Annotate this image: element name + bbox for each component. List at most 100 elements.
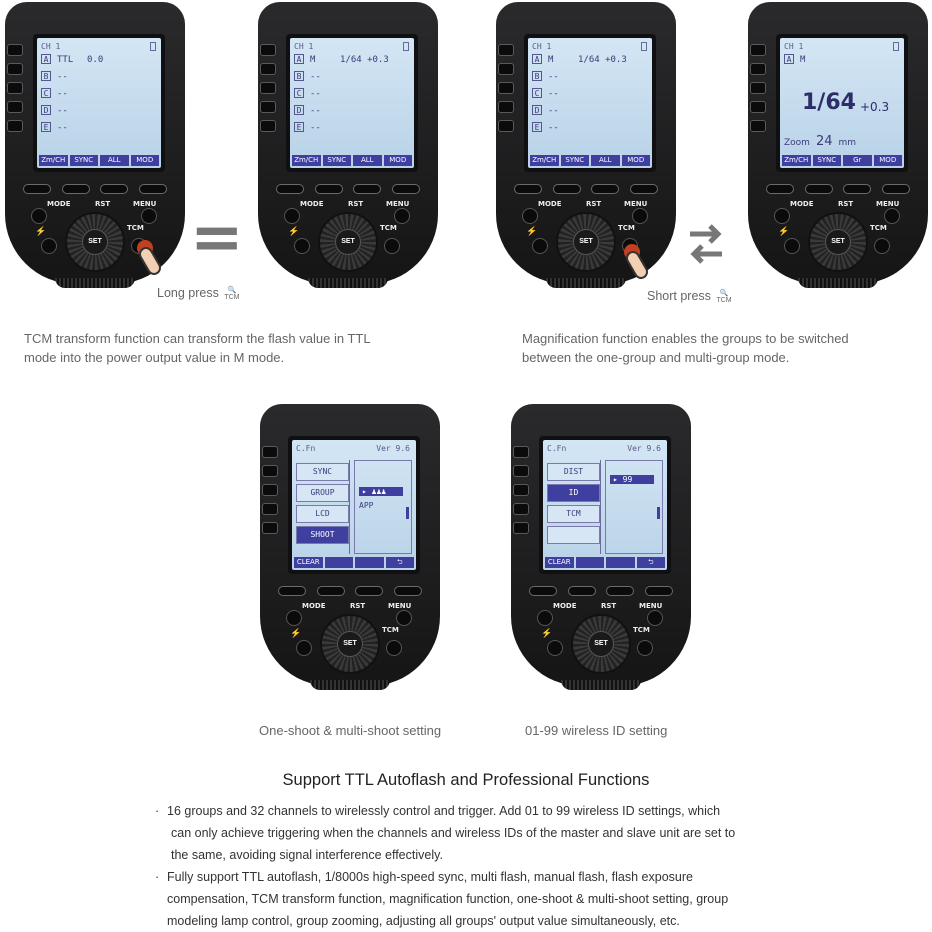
control-dial[interactable]: SET (556, 212, 616, 272)
side-button[interactable] (260, 44, 276, 56)
control-dial[interactable]: SET (320, 614, 380, 674)
side-button[interactable] (513, 484, 529, 496)
function-key[interactable] (61, 184, 90, 194)
function-key[interactable] (881, 184, 910, 194)
round-button[interactable] (537, 610, 553, 626)
function-key[interactable] (514, 184, 542, 194)
side-button[interactable] (7, 82, 23, 94)
function-key[interactable] (591, 184, 620, 194)
function-key[interactable] (644, 586, 673, 596)
function-key[interactable] (316, 586, 345, 596)
function-key[interactable] (391, 184, 420, 194)
round-button[interactable] (874, 238, 890, 254)
set-button[interactable]: SET (588, 631, 614, 657)
menu-item[interactable]: GROUP (296, 484, 349, 502)
function-key[interactable] (100, 184, 129, 194)
round-button[interactable] (884, 208, 900, 224)
flash-icon: ⚡ (288, 226, 300, 236)
function-key[interactable] (23, 184, 51, 194)
set-button[interactable]: SET (825, 229, 851, 255)
round-button[interactable] (294, 238, 310, 254)
set-button[interactable]: SET (337, 631, 363, 657)
side-button[interactable] (262, 522, 278, 534)
function-key[interactable] (606, 586, 635, 596)
menu-item[interactable]: SYNC (296, 463, 349, 481)
function-key[interactable] (276, 184, 304, 194)
round-button[interactable] (396, 610, 412, 626)
set-button[interactable]: SET (335, 229, 361, 255)
side-button[interactable] (750, 101, 766, 113)
side-button[interactable] (262, 484, 278, 496)
control-dial[interactable]: SET (65, 212, 125, 272)
function-key[interactable] (393, 586, 422, 596)
round-button[interactable] (284, 208, 300, 224)
function-key[interactable] (552, 184, 581, 194)
side-button[interactable] (260, 63, 276, 75)
side-button[interactable] (750, 82, 766, 94)
side-button[interactable] (750, 44, 766, 56)
round-button[interactable] (532, 238, 548, 254)
round-button[interactable] (632, 208, 648, 224)
side-button[interactable] (498, 82, 514, 94)
side-button[interactable] (498, 120, 514, 132)
side-button[interactable] (7, 120, 23, 132)
side-button[interactable] (498, 101, 514, 113)
function-key[interactable] (353, 184, 382, 194)
side-button[interactable] (498, 44, 514, 56)
side-button[interactable] (513, 446, 529, 458)
side-button[interactable] (260, 82, 276, 94)
side-button[interactable] (7, 101, 23, 113)
menu-item[interactable]: TCM (547, 505, 600, 523)
side-button[interactable] (262, 446, 278, 458)
function-key[interactable] (766, 184, 794, 194)
round-button[interactable] (647, 610, 663, 626)
round-button[interactable] (784, 238, 800, 254)
round-button[interactable] (774, 208, 790, 224)
function-key[interactable] (138, 184, 167, 194)
round-button[interactable] (384, 238, 400, 254)
round-button[interactable] (296, 640, 312, 656)
menu-item[interactable] (547, 526, 600, 544)
control-dial[interactable]: SET (571, 614, 631, 674)
function-key[interactable] (278, 586, 306, 596)
menu-item[interactable]: SHOOT (296, 526, 349, 544)
side-button[interactable] (513, 503, 529, 515)
round-button[interactable] (522, 208, 538, 224)
set-button[interactable]: SET (573, 229, 599, 255)
function-key[interactable] (804, 184, 833, 194)
control-dial[interactable]: SET (318, 212, 378, 272)
menu-item[interactable]: ID (547, 484, 600, 502)
menu-item[interactable]: LCD (296, 505, 349, 523)
round-button[interactable] (31, 208, 47, 224)
side-button[interactable] (262, 503, 278, 515)
round-button[interactable] (547, 640, 563, 656)
function-key[interactable] (314, 184, 343, 194)
side-button[interactable] (498, 63, 514, 75)
round-button[interactable] (41, 238, 57, 254)
softkey-label: Zm/CH (530, 155, 559, 166)
side-button[interactable] (260, 120, 276, 132)
side-button[interactable] (7, 63, 23, 75)
side-button[interactable] (262, 465, 278, 477)
round-button[interactable] (286, 610, 302, 626)
side-button[interactable] (750, 63, 766, 75)
function-key[interactable] (629, 184, 658, 194)
function-key[interactable] (843, 184, 872, 194)
menu-item[interactable]: DIST (547, 463, 600, 481)
round-button[interactable] (394, 208, 410, 224)
scrollbar[interactable] (406, 507, 409, 519)
round-button[interactable] (386, 640, 402, 656)
side-button[interactable] (7, 44, 23, 56)
round-button[interactable] (637, 640, 653, 656)
side-button[interactable] (260, 101, 276, 113)
control-dial[interactable]: SET (808, 212, 868, 272)
function-key[interactable] (567, 586, 596, 596)
side-button[interactable] (750, 120, 766, 132)
set-button[interactable]: SET (82, 229, 108, 255)
function-key[interactable] (529, 586, 557, 596)
round-button[interactable] (141, 208, 157, 224)
function-key[interactable] (355, 586, 384, 596)
side-button[interactable] (513, 522, 529, 534)
side-button[interactable] (513, 465, 529, 477)
scrollbar[interactable] (657, 507, 660, 519)
